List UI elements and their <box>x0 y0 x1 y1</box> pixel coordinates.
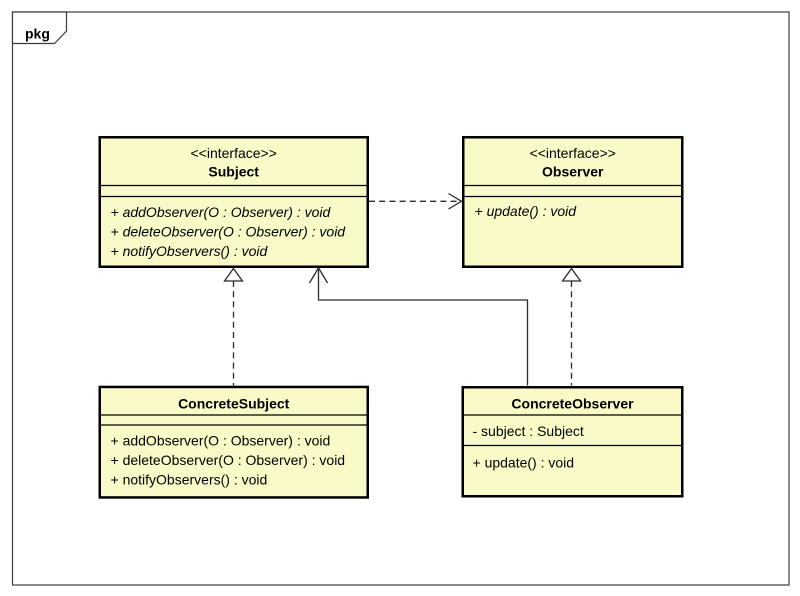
svg-text:<<interface>>: <<interface>> <box>190 145 276 161</box>
svg-text:Observer: Observer <box>542 164 604 180</box>
svg-text:Subject: Subject <box>208 164 259 180</box>
svg-text:pkg: pkg <box>25 26 50 42</box>
svg-text:+ addObserver(O : Observer) :: + addObserver(O : Observer) : void <box>111 433 331 449</box>
svg-text:+ addObserver(O : Observer) :: + addObserver(O : Observer) : void <box>111 204 332 220</box>
svg-text:+ notifyObservers() : void: + notifyObservers() : void <box>111 472 268 488</box>
svg-text:+ deleteObserver(O : Observer): + deleteObserver(O : Observer) : void <box>111 452 346 468</box>
svg-text:ConcreteObserver: ConcreteObserver <box>511 396 634 412</box>
svg-text:+ deleteObserver(O : Observer): + deleteObserver(O : Observer) : void <box>111 224 347 240</box>
svg-text:<<interface>>: <<interface>> <box>530 145 616 161</box>
svg-text:+ notifyObservers() : void: + notifyObservers() : void <box>111 243 269 259</box>
svg-text:+ update() : void: + update() : void <box>473 455 575 471</box>
svg-text:+ update() : void: + update() : void <box>475 203 578 219</box>
svg-text:- subject : Subject: - subject : Subject <box>473 423 584 439</box>
svg-text:ConcreteSubject: ConcreteSubject <box>178 396 290 412</box>
